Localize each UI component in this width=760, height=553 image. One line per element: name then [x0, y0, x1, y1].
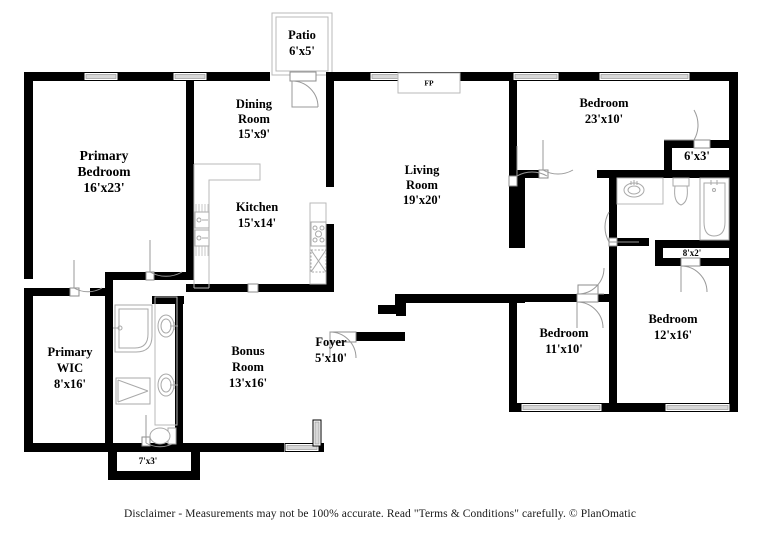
- hall-bath-sink: [616, 177, 664, 205]
- window-dining-room: [172, 72, 208, 81]
- door-primary-bedroom: [145, 240, 183, 281]
- kitchen-range: [310, 221, 327, 247]
- windows-bottom: [284, 403, 731, 452]
- primary-bath-double-vanity: [154, 296, 178, 426]
- label-dining-line1: Dining: [236, 97, 273, 111]
- door-bonus-room: [247, 283, 259, 293]
- label-closet-8x2: 8'x2': [683, 248, 702, 258]
- label-patio: Patio 6'x5': [288, 28, 316, 58]
- door-living-hall: [508, 146, 548, 187]
- label-bonus-line2: Room: [232, 360, 265, 374]
- door-bedroom-23x10: [538, 140, 574, 179]
- label-kitchen-dims: 15'x14': [238, 216, 276, 230]
- label-primary-wic-dims: 8'x16': [54, 377, 86, 391]
- fireplace-label: FP: [424, 79, 434, 88]
- label-bedroom-12x16-name: Bedroom: [648, 312, 698, 326]
- window-foyer-side: [312, 419, 322, 447]
- window-bedroom-12x16: [664, 403, 731, 412]
- window-bedroom-23x10: [598, 72, 691, 81]
- door-hall-bath: [604, 211, 639, 247]
- label-living-line1: Living: [405, 163, 440, 177]
- patio-inner-outline: [275, 16, 329, 72]
- label-bedroom-23x10-dims: 23'x10': [585, 112, 623, 126]
- label-bedroom-12x16-dims: 12'x16': [654, 328, 692, 342]
- door-foyer-entry: [329, 331, 357, 359]
- primary-bath-fixtures: [113, 296, 178, 445]
- fireplace-outline: [397, 72, 461, 94]
- kitchen-right-counter: [309, 202, 327, 285]
- label-closet-6x3-dims: 6'x3': [684, 149, 710, 163]
- entry-step-wall: [355, 294, 406, 341]
- kitchen-dishwasher: [310, 249, 327, 273]
- door-closet-8x2: [680, 257, 708, 293]
- label-bedroom-23x10-name: Bedroom: [579, 96, 629, 110]
- label-bedroom-23x10: Bedroom 23'x10': [579, 96, 629, 126]
- hall-bath-tub: [699, 177, 730, 241]
- label-primary-bedroom-line1: Primary: [80, 148, 129, 163]
- vanity-sink-upper: [157, 314, 178, 338]
- label-patio-dims: 6'x5': [289, 44, 315, 58]
- disclaimer-text: Disclaimer - Measurements may not be 100…: [123, 508, 637, 520]
- primary-bath-toilet: [149, 427, 177, 445]
- label-kitchen-name: Kitchen: [236, 200, 278, 214]
- label-bedroom-11x10-name: Bedroom: [539, 326, 589, 340]
- label-primary-wic-line1: Primary: [47, 345, 93, 359]
- label-foyer: Foyer 5'x10': [315, 335, 347, 365]
- label-kitchen: Kitchen 15'x14': [236, 200, 278, 230]
- windows-top: [83, 72, 691, 81]
- label-living-line2: Room: [406, 178, 439, 192]
- label-dining-room: Dining Room 15'x9': [236, 97, 273, 141]
- hall-bath-fixtures: [616, 177, 730, 241]
- primary-bath-tub: [113, 304, 153, 353]
- kitchen-double-sink: [194, 204, 210, 256]
- door-bedroom-12x16: [577, 267, 605, 295]
- label-dining-dims: 15'x9': [238, 127, 270, 141]
- label-living-dims: 19'x20': [403, 193, 441, 207]
- label-bedroom-11x10-dims: 11'x10': [545, 342, 583, 356]
- hall-bath-toilet: [672, 177, 690, 206]
- label-bonus-line1: Bonus: [231, 344, 264, 358]
- label-bedroom-12x16: Bedroom 12'x16': [648, 312, 698, 342]
- label-foyer-name: Foyer: [315, 335, 347, 349]
- vanity-sink-lower: [157, 373, 178, 397]
- label-primary-bedroom: Primary Bedroom 16'x23': [78, 148, 132, 195]
- label-closet-7x3: 7'x3': [139, 456, 158, 466]
- fireplace: FP: [397, 72, 461, 94]
- window-bedroom-11x10: [520, 403, 603, 412]
- label-living-room: Living Room 19'x20': [403, 163, 441, 207]
- room-labels: Patio 6'x5' Dining Room 15'x9' Primary B…: [47, 28, 709, 466]
- label-dining-line2: Room: [238, 112, 271, 126]
- label-bonus-dims: 13'x16': [229, 376, 267, 390]
- patio-outline: [271, 12, 333, 76]
- label-foyer-dims: 5'x10': [315, 351, 347, 365]
- door-closet-6x3: [664, 109, 711, 149]
- room-patio: [271, 12, 333, 76]
- window-bonus-room: [284, 443, 320, 452]
- label-bonus-room: Bonus Room 13'x16': [229, 344, 267, 390]
- label-primary-wic-line2: WIC: [57, 361, 83, 375]
- label-primary-bedroom-dims: 16'x23': [83, 180, 124, 195]
- label-closet-6x3: 6'x3': [684, 149, 710, 163]
- door-patio: [289, 71, 319, 108]
- window-primary-bedroom: [83, 72, 119, 81]
- door-primary-wic: [69, 260, 103, 297]
- primary-bath-shower: [115, 377, 151, 405]
- label-closet-7x3-dims: 7'x3': [139, 456, 158, 466]
- label-primary-wic: Primary WIC 8'x16': [47, 345, 93, 391]
- kitchen-fixtures: [193, 163, 327, 289]
- label-patio-name: Patio: [288, 28, 316, 42]
- label-closet-8x2-dims: 8'x2': [683, 248, 702, 258]
- label-bedroom-11x10: Bedroom 11'x10': [539, 326, 589, 356]
- window-living-room-right: [512, 72, 560, 81]
- label-primary-bedroom-line2: Bedroom: [78, 164, 132, 179]
